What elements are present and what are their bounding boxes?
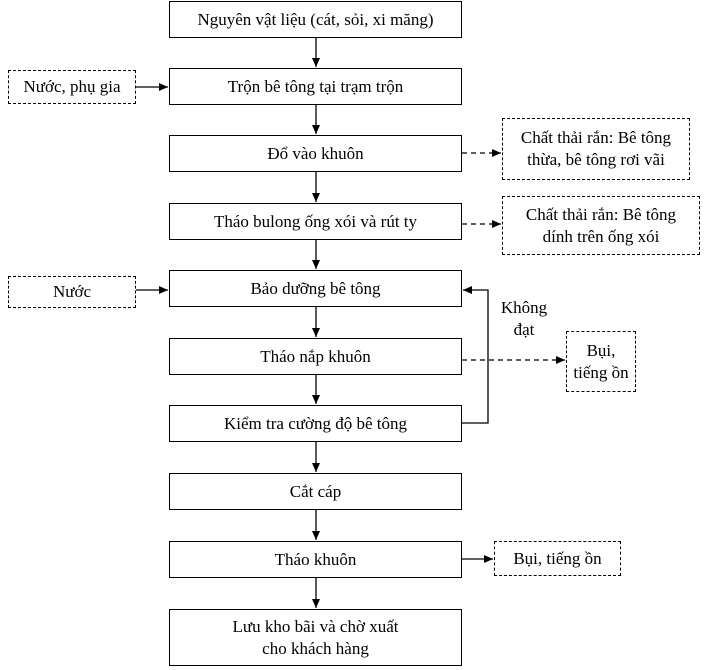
output-dust-noise-1-line2: tiếng ồn xyxy=(573,362,629,382)
output-dust-noise-1-line1: Bụi, xyxy=(586,340,616,360)
output-waste-spilled-line2b: thừa, bê tông rơi vãi xyxy=(527,150,665,169)
loop-label-line2: đạt xyxy=(513,320,535,339)
step-raw-materials-label: Nguyên vật liệu (cát, sỏi, xi măng) xyxy=(197,9,434,29)
step-check-strength: Kiểm tra cường độ bê tông xyxy=(169,405,462,442)
step-cut-cable-label: Cắt cáp xyxy=(289,481,342,501)
output-waste-on-pipe-line1: Chất thải rắn: Bê tông xyxy=(525,204,677,224)
step-pour-into-mold: Đổ vào khuôn xyxy=(169,135,462,172)
step-raw-materials: Nguyên vật liệu (cát, sỏi, xi măng) xyxy=(169,1,462,38)
step-storage-label-line1: Lưu kho bãi và chờ xuất xyxy=(232,616,399,636)
output-waste-spilled-line1: Chất thải rắn: Bê tông xyxy=(520,128,672,147)
step-demold: Tháo khuôn xyxy=(169,541,462,578)
output-dust-noise-2-label: Bụi, tiếng ồn xyxy=(513,548,602,568)
input-water-label: Nước xyxy=(52,282,92,301)
input-water-additives: Nước, phụ gia xyxy=(8,70,136,104)
step-remove-bolts-label: Tháo bulong ống xói và rút ty xyxy=(213,211,418,231)
step-pour-into-mold-label: Đổ vào khuôn xyxy=(267,143,364,163)
step-demold-label: Tháo khuôn xyxy=(274,549,357,569)
output-dust-noise-2: Bụi, tiếng ồn xyxy=(494,541,621,576)
input-water: Nước xyxy=(8,276,136,308)
step-mix-concrete-label: Trộn bê tông tại trạm trộn xyxy=(227,76,404,96)
input-water-additives-label: Nước, phụ gia xyxy=(23,77,121,96)
arrow-loop-back xyxy=(462,286,489,424)
output-waste-on-pipe-line2: dính trên ống xói xyxy=(542,226,660,246)
step-cure-concrete-label: Bảo dưỡng bê tông xyxy=(250,278,381,298)
step-storage-label-line2: cho khách hàng xyxy=(262,638,369,658)
step-cut-cable: Cắt cáp xyxy=(169,473,462,510)
output-waste-spilled: Chất thải rắn: Bê tông dính trên ống xói… xyxy=(502,118,690,180)
step-cure-concrete: Bảo dưỡng bê tông xyxy=(169,270,462,307)
step-remove-bolts: Tháo bulong ống xói và rút ty xyxy=(169,203,462,240)
loop-label-line1: Không xyxy=(500,298,548,317)
step-remove-mold-lid: Tháo nắp khuôn xyxy=(169,338,462,375)
step-storage: Lưu kho bãi và chờ xuất cho khách hàng xyxy=(169,609,462,666)
output-waste-on-pipe: Chất thải rắn: Bê tông dính trên ống xói xyxy=(502,196,700,255)
loop-label-not-passed: Không đạt xyxy=(492,297,556,341)
step-check-strength-label: Kiểm tra cường độ bê tông xyxy=(224,413,407,433)
step-remove-mold-lid-label: Tháo nắp khuôn xyxy=(260,346,371,366)
output-dust-noise-1: Bụi, tiếng ồn xyxy=(566,331,636,392)
step-mix-concrete: Trộn bê tông tại trạm trộn xyxy=(169,68,462,105)
